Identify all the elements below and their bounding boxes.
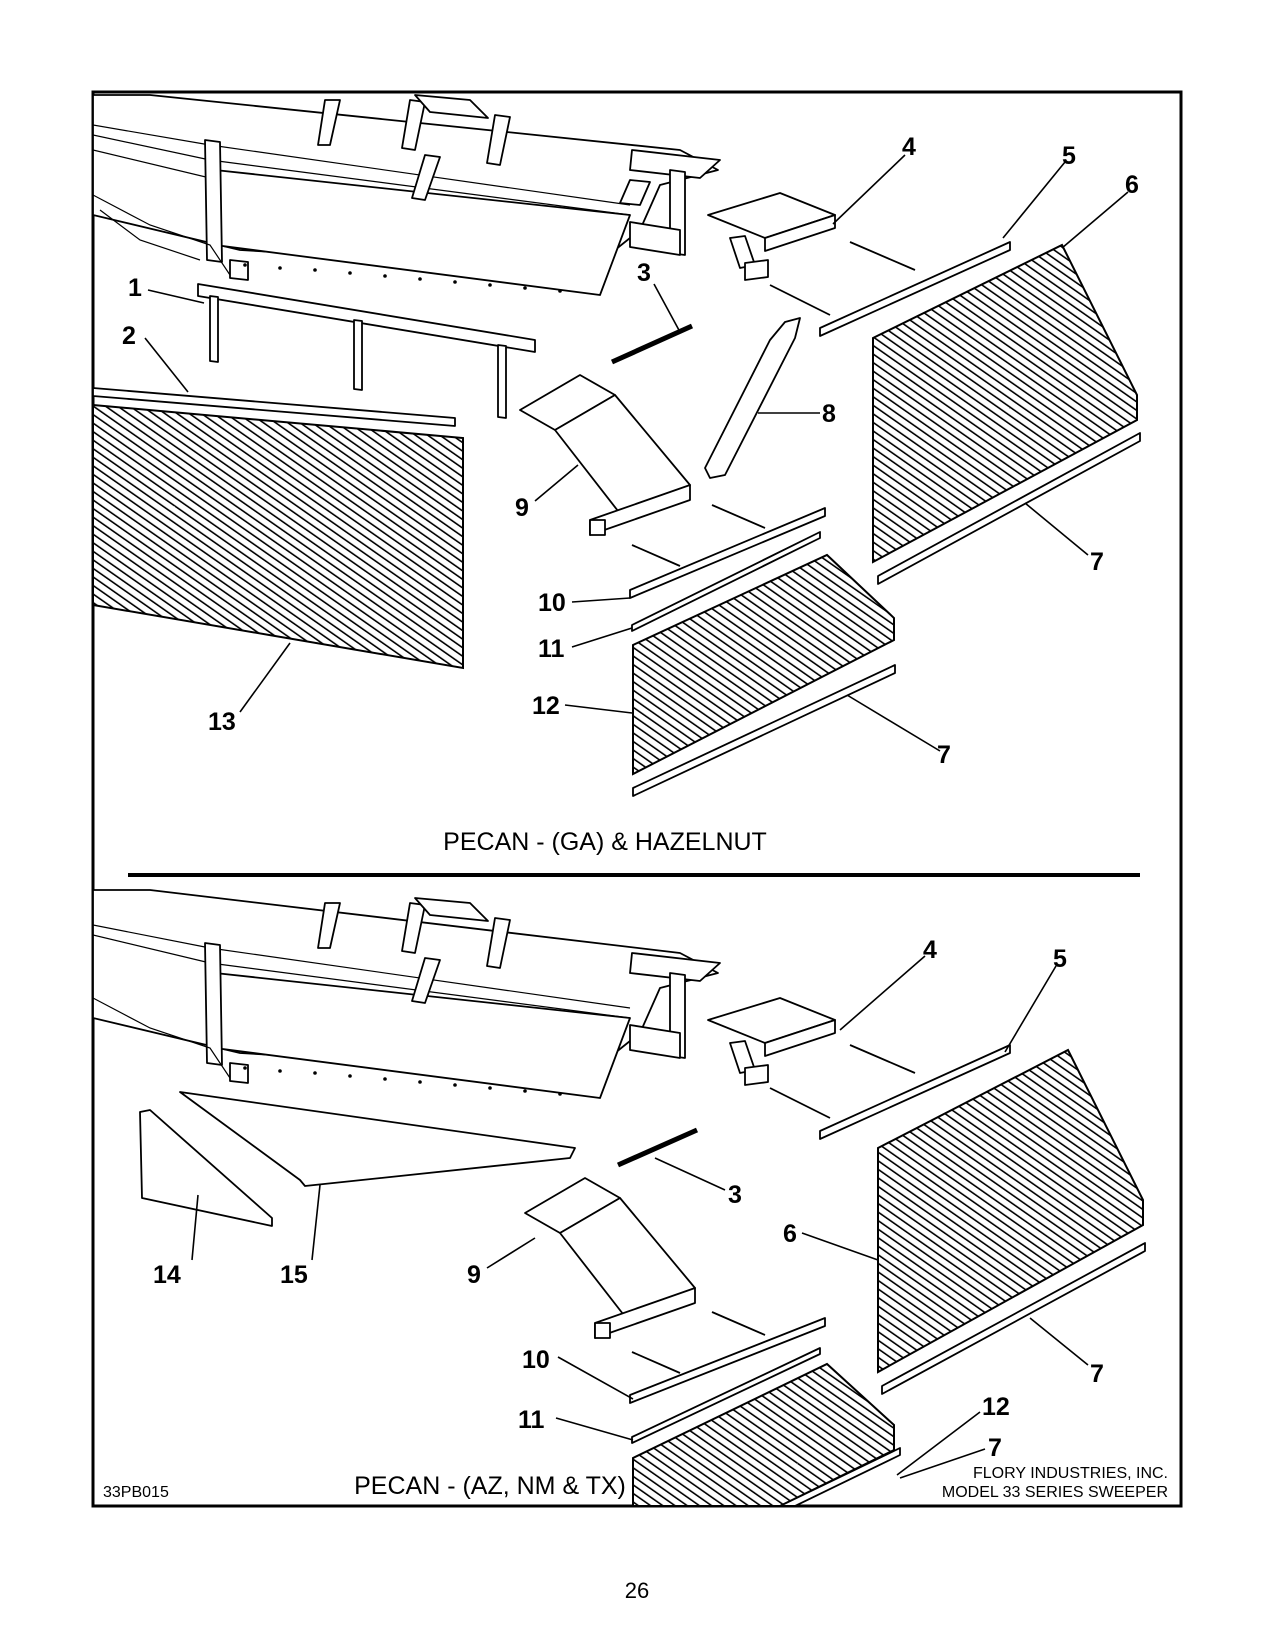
bottom-callouts: 3 4 5 6 7 9 10 11 12 7 14 15 [153, 936, 1104, 1462]
part-4-bracket-bottom [707, 997, 836, 1086]
callout-10-bottom: 10 [522, 1346, 550, 1374]
part-13-mesh-panel [93, 403, 464, 670]
bottom-leader-lines [191, 955, 1089, 1479]
callout-13: 13 [208, 708, 236, 736]
housing-bolt-row-bottom [243, 1066, 562, 1096]
callout-6-bottom: 6 [783, 1220, 797, 1248]
callout-10: 10 [538, 589, 566, 617]
part-8-brace [704, 317, 801, 479]
callout-4: 4 [902, 133, 916, 161]
part-2-mounting-strip [93, 387, 456, 427]
callout-1: 1 [128, 274, 142, 302]
part-1-deflector-rail [197, 283, 536, 419]
housing-bolt-row [243, 263, 562, 293]
callout-12-bottom: 12 [982, 1393, 1010, 1421]
callout-11-bottom: 11 [518, 1406, 545, 1434]
callout-4-bottom: 4 [923, 936, 937, 964]
bottom-view-drawing: 3 4 5 6 7 9 10 11 12 7 14 15 PECAN - (AZ… [93, 889, 1146, 1505]
sweeper-housing-top [93, 94, 721, 296]
callout-9: 9 [515, 494, 529, 522]
part-3-rod [610, 323, 694, 365]
model-name: MODEL 33 SERIES SWEEPER [942, 1484, 1168, 1501]
part-3-rod-bottom [616, 1127, 699, 1168]
callout-5-bottom: 5 [1053, 945, 1067, 973]
callout-15: 15 [280, 1261, 308, 1289]
drawing-number: 33PB015 [103, 1484, 169, 1501]
part-5-angle-strip-bottom [769, 1044, 1011, 1140]
part-10-strip-bottom [629, 1311, 826, 1404]
callout-7-bottom: 7 [1090, 1360, 1104, 1388]
part-7-strip-bottom [881, 1242, 1146, 1395]
top-callouts: 1 2 3 4 5 6 7 8 9 10 11 12 7 13 [122, 133, 1139, 769]
callout-7: 7 [1090, 548, 1104, 576]
top-view-drawing: 1 2 3 4 5 6 7 8 9 10 11 12 7 13 PECAN - … [93, 94, 1141, 856]
part-12-mesh-panel [632, 553, 895, 776]
part-7-bottom-strip [877, 432, 1141, 585]
callout-3-bottom: 3 [728, 1181, 742, 1209]
callout-2: 2 [122, 322, 136, 350]
bottom-view-caption: PECAN - (AZ, NM & TX) [354, 1472, 626, 1500]
part-14-side-plate [139, 1109, 273, 1227]
callout-9-bottom: 9 [467, 1261, 481, 1289]
part-4-bracket [707, 192, 836, 281]
callout-7b-bottom: 7 [988, 1434, 1002, 1462]
callout-8: 8 [822, 400, 836, 428]
top-view-caption: PECAN - (GA) & HAZELNUT [443, 828, 767, 856]
callout-14: 14 [153, 1261, 181, 1289]
part-7-lower-strip-bottom [780, 1447, 901, 1505]
part-6-mesh-panel [872, 243, 1138, 564]
part-7-lower-strip [632, 664, 896, 797]
callout-7b: 7 [937, 741, 951, 769]
sweeper-housing-bottom [93, 889, 721, 1099]
part-9-support-frame-bottom [524, 1177, 696, 1339]
callout-5: 5 [1062, 142, 1076, 170]
part-6-mesh-panel-bottom [877, 1048, 1144, 1374]
part-15-deflector [179, 1091, 576, 1187]
part-11-strip-bottom [631, 1347, 821, 1444]
part-9-support-frame [519, 374, 691, 536]
callout-11: 11 [538, 635, 565, 663]
company-name: FLORY INDUSTRIES, INC. [973, 1465, 1168, 1482]
drawing-frame [91, 90, 1183, 1508]
page-number: 26 [625, 1578, 649, 1603]
callout-3: 3 [637, 259, 651, 287]
part-10-strip-top [629, 504, 826, 599]
top-leader-lines [144, 154, 1129, 752]
callout-12: 12 [532, 692, 560, 720]
callout-6: 6 [1125, 171, 1139, 199]
part-11-strip-top [631, 531, 821, 632]
part-5-angle-strip [769, 241, 1011, 337]
